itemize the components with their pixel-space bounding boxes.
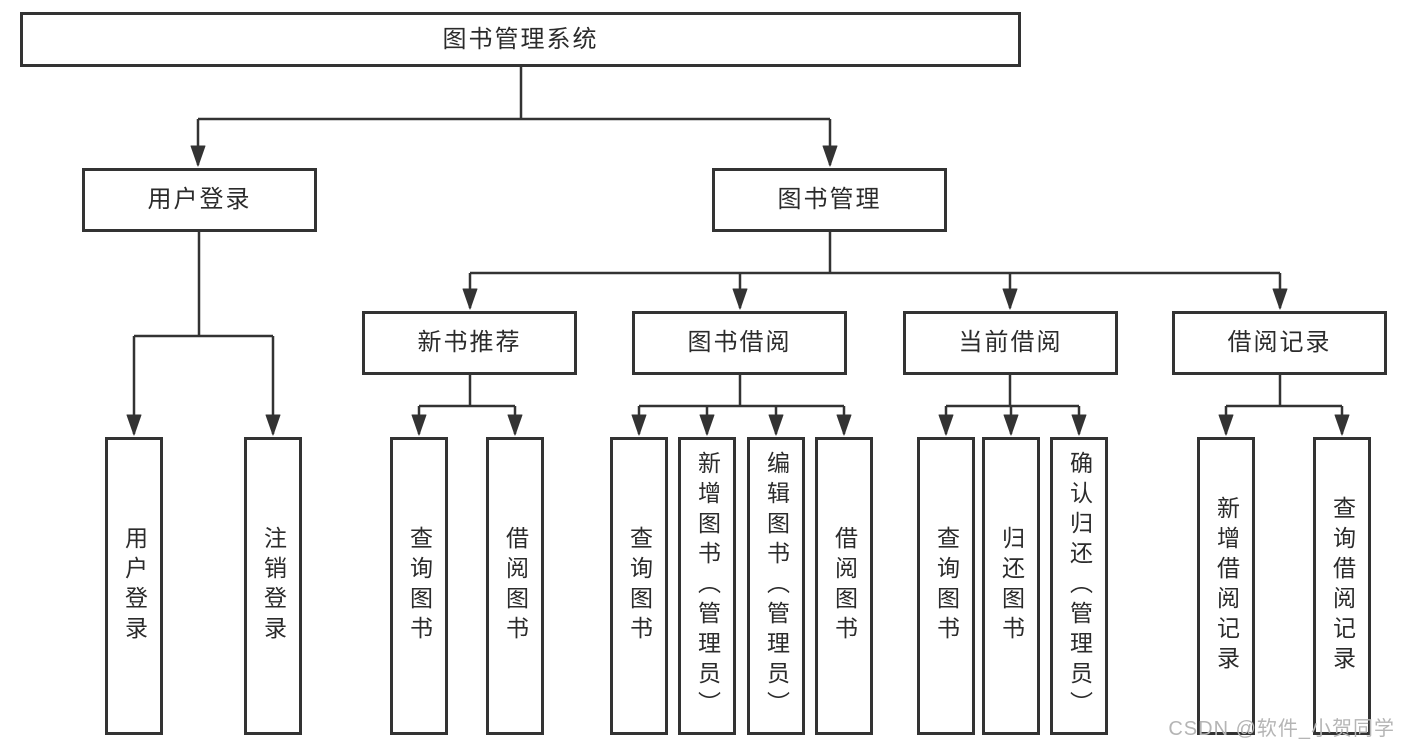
leaf-query-books-newbook: 查询图书 <box>390 437 448 735</box>
leaf-query-books-borrow-label: 查询图书 <box>626 526 653 646</box>
node-user-login: 用户登录 <box>82 168 317 232</box>
leaf-query-books-borrow: 查询图书 <box>610 437 668 735</box>
leaf-logout-label: 注销登录 <box>260 526 287 646</box>
node-book-management: 图书管理 <box>712 168 947 232</box>
node-book-borrow: 图书借阅 <box>632 311 847 375</box>
node-user-login-label: 用户登录 <box>147 186 252 213</box>
node-book-borrow-label: 图书借阅 <box>687 329 792 356</box>
node-current-borrow-label: 当前借阅 <box>958 329 1063 356</box>
leaf-query-books-current-label: 查询图书 <box>933 526 960 646</box>
leaf-borrow-books-newbook-label: 借阅图书 <box>502 526 529 646</box>
watermark: CSDN @软件_小贺同学 <box>1168 718 1395 740</box>
leaf-user-login: 用户登录 <box>105 437 163 735</box>
leaf-query-borrow-record-label: 查询借阅记录 <box>1329 496 1356 676</box>
node-root-label: 图书管理系统 <box>442 25 599 53</box>
leaf-add-book-admin: 新增图书（管理员） <box>678 437 736 735</box>
leaf-query-books-newbook-label: 查询图书 <box>406 526 433 646</box>
leaf-add-borrow-record-label: 新增借阅记录 <box>1213 496 1240 676</box>
node-root: 图书管理系统 <box>20 12 1021 67</box>
node-new-book-recommend-label: 新书推荐 <box>417 329 522 356</box>
leaf-return-book: 归还图书 <box>982 437 1040 735</box>
leaf-borrow-books-newbook: 借阅图书 <box>486 437 544 735</box>
leaf-confirm-return-admin-label: 确认归还（管理员） <box>1066 451 1093 721</box>
node-new-book-recommend: 新书推荐 <box>362 311 577 375</box>
leaf-query-borrow-record: 查询借阅记录 <box>1313 437 1371 735</box>
node-current-borrow: 当前借阅 <box>903 311 1118 375</box>
leaf-confirm-return-admin: 确认归还（管理员） <box>1050 437 1108 735</box>
leaf-user-login-label: 用户登录 <box>121 526 148 646</box>
node-borrow-records: 借阅记录 <box>1172 311 1387 375</box>
leaf-borrow-books-borrow-label: 借阅图书 <box>831 526 858 646</box>
leaf-logout: 注销登录 <box>244 437 302 735</box>
leaf-return-book-label: 归还图书 <box>998 526 1025 646</box>
leaf-borrow-books-borrow: 借阅图书 <box>815 437 873 735</box>
node-borrow-records-label: 借阅记录 <box>1227 329 1332 356</box>
leaf-edit-book-admin-label: 编辑图书（管理员） <box>763 451 790 721</box>
leaf-edit-book-admin: 编辑图书（管理员） <box>747 437 805 735</box>
leaf-add-book-admin-label: 新增图书（管理员） <box>694 451 721 721</box>
leaf-add-borrow-record: 新增借阅记录 <box>1197 437 1255 735</box>
node-book-management-label: 图书管理 <box>777 186 882 213</box>
leaf-query-books-current: 查询图书 <box>917 437 975 735</box>
